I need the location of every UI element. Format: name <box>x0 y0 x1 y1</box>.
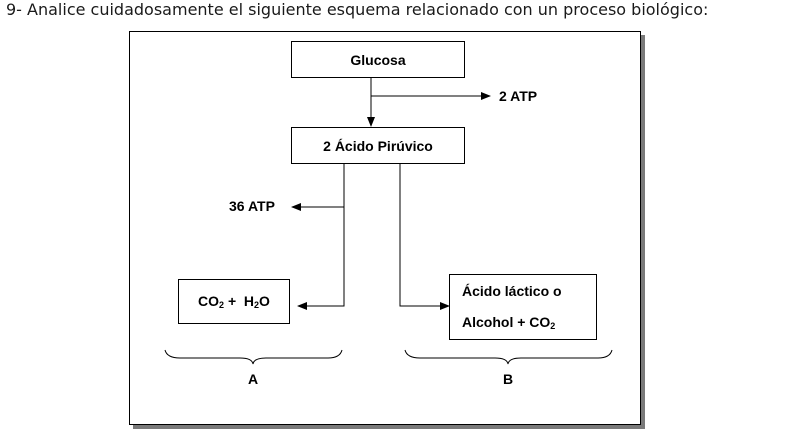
path-piruvico-to-co2 <box>297 164 345 310</box>
diagram-frame <box>129 31 641 425</box>
brace-b <box>404 349 613 365</box>
frame-shadow <box>640 35 645 429</box>
co2-h2o-label: CO2 + H2O <box>198 293 270 310</box>
glucosa-label: Glucosa <box>350 51 406 68</box>
path-piruvico-to-lactico <box>399 164 450 310</box>
lactico-line2: Alcohol + CO2 <box>462 314 556 332</box>
glucosa-box: Glucosa <box>291 41 465 78</box>
piruvico-label: 2 Ácido Pirúvico <box>323 137 433 154</box>
brace-a <box>164 349 343 365</box>
label-b: B <box>503 371 514 387</box>
lactico-box: Ácido láctico o Alcohol + CO2 <box>449 274 597 340</box>
frame-shadow-bottom <box>133 424 645 429</box>
lactico-line1: Ácido láctico o <box>462 282 562 299</box>
label-a: A <box>248 371 259 387</box>
co2-h2o-box: CO2 + H2O <box>178 279 290 324</box>
piruvico-box: 2 Ácido Pirúvico <box>291 127 465 164</box>
question-text: 9- Analice cuidadosamente el siguiente e… <box>6 0 709 19</box>
atp-36-label: 36 ATP <box>229 198 275 214</box>
atp-2-label: 2 ATP <box>499 88 538 104</box>
